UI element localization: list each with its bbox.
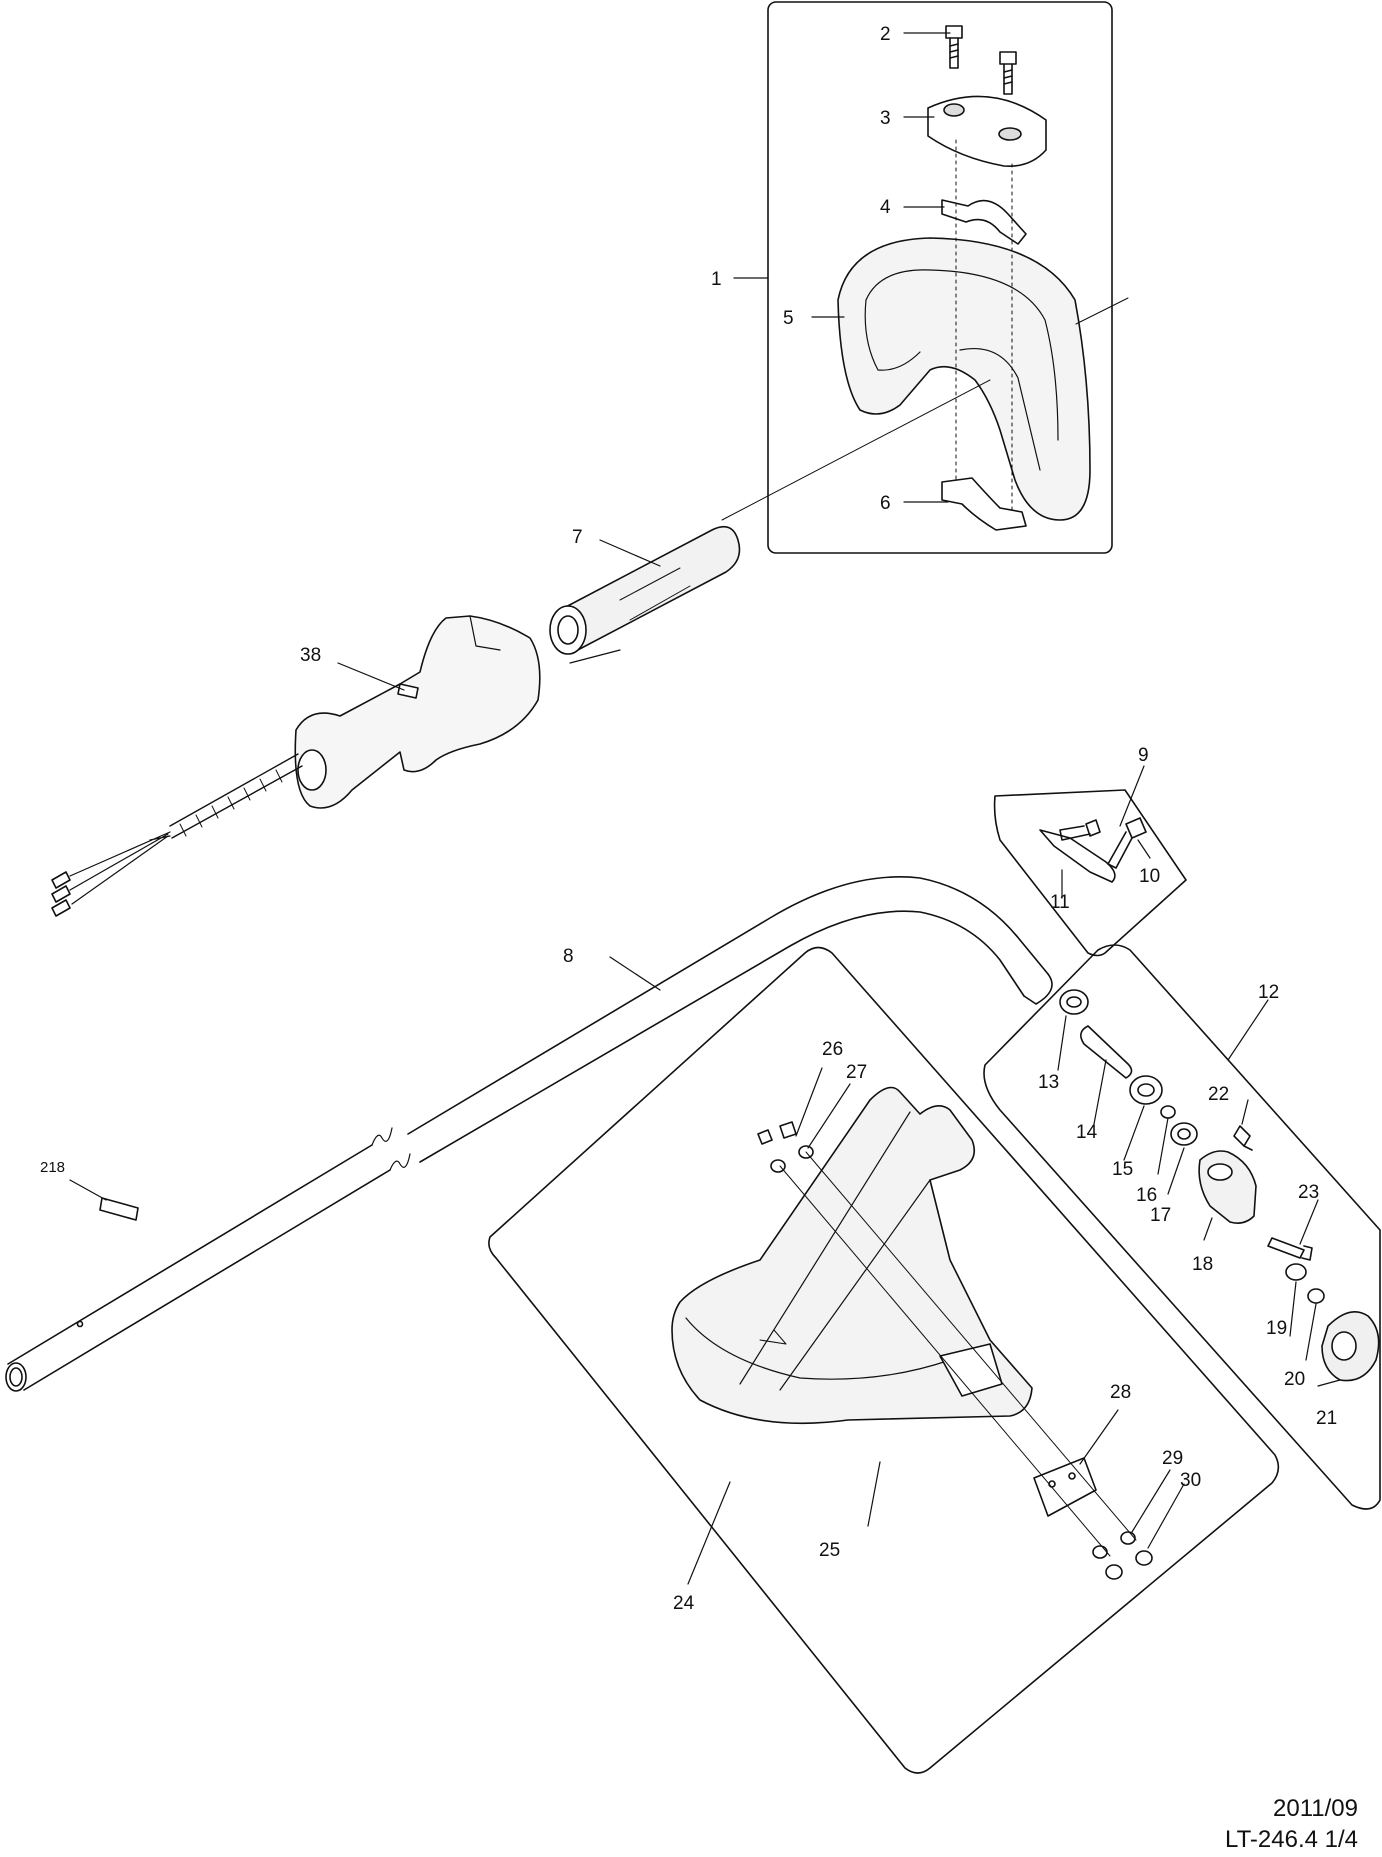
sleeve-icon (1080, 1025, 1133, 1079)
part-label: 38 (300, 645, 321, 666)
part-label: 11 (1050, 892, 1070, 913)
part-label: 5 (783, 308, 794, 329)
part-label: 8 (563, 946, 574, 967)
part-label: 16 (1136, 1185, 1157, 1206)
guard-plate-icon (1033, 1457, 1097, 1517)
ring-icon (1160, 1105, 1176, 1119)
part-label: 17 (1150, 1205, 1171, 1226)
part-label: 19 (1266, 1318, 1287, 1339)
loop-handle-icon (837, 237, 1091, 521)
part-label: 29 (1162, 1448, 1183, 1469)
part-label: 1 (711, 269, 722, 290)
bearing-icon (1129, 1075, 1163, 1105)
part-label: 9 (1138, 745, 1149, 766)
part-label: 12 (1258, 982, 1279, 1003)
part-label: 22 (1208, 1084, 1229, 1105)
washer-icon (1092, 1545, 1108, 1559)
part-label: 26 (822, 1039, 843, 1060)
bolt-icon (1267, 1237, 1313, 1261)
part-label: 2 (880, 24, 891, 45)
bolt-icon (945, 25, 963, 69)
blade-plate-icon (1039, 829, 1116, 883)
washer-icon (1120, 1531, 1136, 1545)
nut-icon (1285, 1263, 1307, 1281)
gear-head-group-frame (983, 944, 1381, 1510)
part-label: 218 (40, 1159, 65, 1176)
part-label: 21 (1316, 1408, 1337, 1429)
bolt-icon (999, 51, 1017, 95)
part-label: 15 (1112, 1159, 1133, 1180)
part-label: 3 (880, 108, 891, 129)
throttle-handle-icon (294, 615, 541, 809)
part-label: 14 (1076, 1122, 1098, 1143)
part-label: 7 (572, 527, 583, 548)
label-tag-icon (99, 1197, 139, 1221)
throttle-cable-icon (169, 753, 303, 839)
leader-lines (69, 32, 1341, 1585)
washer-icon (1059, 989, 1089, 1015)
part-label: 6 (880, 493, 891, 514)
part-label: 24 (673, 1593, 695, 1614)
diagram-code: LT-246.4 1/4 (1225, 1826, 1358, 1853)
guard-group-frame (488, 946, 1280, 1774)
shaft-guard-icon (671, 1086, 1033, 1425)
part-label: 18 (1192, 1254, 1213, 1275)
bolt-icon (757, 1129, 773, 1145)
washer-icon (1307, 1288, 1325, 1304)
grip-icon (549, 525, 741, 655)
blade-bolt-group-frame (993, 789, 1187, 957)
part-label: 13 (1038, 1072, 1059, 1093)
part-label: 25 (819, 1540, 840, 1561)
bolt-icon (1059, 819, 1101, 841)
part-label: 10 (1139, 866, 1160, 887)
bolt-icon (779, 1121, 797, 1139)
clamp-icon (941, 199, 1027, 245)
lower-clamp-icon (941, 477, 1027, 531)
bolt-icon (1233, 1125, 1253, 1151)
washer-icon (1170, 1122, 1198, 1146)
part-label: 27 (846, 1062, 867, 1083)
bolt-icon (1107, 817, 1147, 869)
part-label: 4 (880, 197, 891, 218)
washer-icon (770, 1159, 786, 1173)
part-label: 28 (1110, 1382, 1131, 1403)
nut-icon (1105, 1564, 1123, 1580)
part-label: 30 (1180, 1470, 1201, 1491)
diagram-date: 2011/09 (1273, 1795, 1358, 1822)
part-label: 23 (1298, 1182, 1319, 1203)
part-label: 20 (1284, 1369, 1305, 1390)
drive-shaft-icon (5, 876, 1053, 1392)
gear-case-icon (1198, 1150, 1257, 1224)
nut-icon (1135, 1550, 1153, 1566)
